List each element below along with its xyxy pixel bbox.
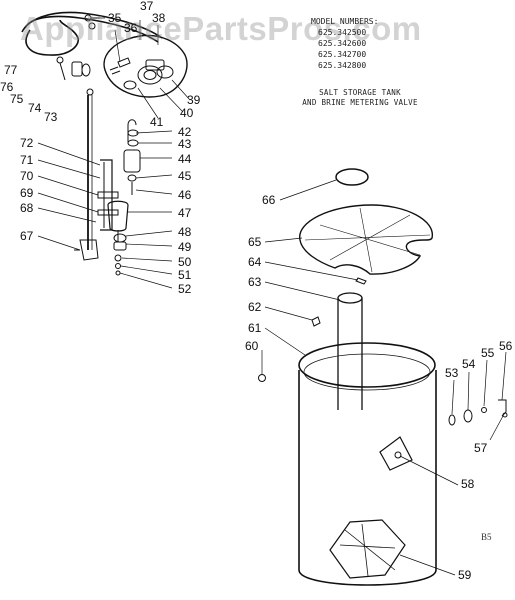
part-label-36: 36 bbox=[124, 21, 138, 35]
part-label-75: 75 bbox=[10, 92, 24, 106]
overflow-elbow-parts bbox=[449, 400, 507, 425]
part-label-55: 55 bbox=[481, 346, 495, 360]
part-label-54: 54 bbox=[462, 357, 476, 371]
part-label-44: 44 bbox=[178, 152, 192, 166]
part-label-57: 57 bbox=[474, 441, 488, 455]
part-label-38: 38 bbox=[152, 11, 166, 25]
part-label-40: 40 bbox=[180, 106, 194, 120]
part-label-50: 50 bbox=[178, 255, 192, 269]
part-label-42: 42 bbox=[178, 125, 192, 139]
watermark: AppliancePartsPros.com bbox=[20, 10, 422, 47]
part-label-73: 73 bbox=[44, 110, 58, 124]
part-label-65: 65 bbox=[248, 235, 262, 249]
brine-tube-loop bbox=[22, 12, 162, 55]
part-label-74: 74 bbox=[28, 101, 42, 115]
part-label-56: 56 bbox=[499, 339, 513, 353]
part-label-46: 46 bbox=[178, 188, 192, 202]
part-label-53: 53 bbox=[445, 366, 459, 380]
model-number: 625.342600 bbox=[318, 39, 367, 48]
part-label-60: 60 bbox=[245, 339, 259, 353]
part-label-35: 35 bbox=[108, 11, 122, 25]
float-rod-assembly bbox=[74, 89, 128, 260]
part-label-59: 59 bbox=[458, 568, 472, 582]
tube-fittings bbox=[57, 57, 90, 80]
leader-lines bbox=[38, 18, 506, 575]
part-label-70: 70 bbox=[20, 169, 34, 183]
part-label-64: 64 bbox=[248, 255, 262, 269]
part-label-43: 43 bbox=[178, 137, 192, 151]
part-label-77: 77 bbox=[4, 63, 18, 77]
part-label-49: 49 bbox=[178, 240, 192, 254]
tank-lid bbox=[336, 169, 368, 185]
model-number: 625.342500 bbox=[318, 28, 367, 37]
part-label-66: 66 bbox=[262, 193, 276, 207]
diagram-subtitle: SALT STORAGE TANK bbox=[319, 88, 401, 97]
part-label-63: 63 bbox=[248, 275, 262, 289]
part-label-76: 76 bbox=[0, 80, 14, 94]
part-label-41: 41 bbox=[150, 115, 164, 129]
salt-tank bbox=[259, 343, 437, 585]
part-label-68: 68 bbox=[20, 201, 34, 215]
part-label-45: 45 bbox=[178, 169, 192, 183]
part-label-52: 52 bbox=[178, 282, 192, 296]
plate-screw bbox=[356, 278, 366, 284]
brine-valve-body bbox=[104, 35, 187, 97]
part-label-67: 67 bbox=[20, 229, 34, 243]
salt-plate bbox=[300, 205, 433, 274]
model-numbers-heading: MODEL NUMBERS: bbox=[311, 17, 379, 26]
part-label-58: 58 bbox=[461, 477, 475, 491]
part-label-48: 48 bbox=[178, 225, 192, 239]
diagram-subtitle: AND BRINE METERING VALVE bbox=[302, 98, 418, 107]
page-code: B5 bbox=[481, 532, 492, 542]
part-label-51: 51 bbox=[178, 268, 192, 282]
well-cap bbox=[312, 317, 320, 326]
model-number: 625.342700 bbox=[318, 50, 367, 59]
part-label-61: 61 bbox=[248, 321, 262, 335]
part-label-71: 71 bbox=[20, 153, 34, 167]
model-number: 625.342800 bbox=[318, 61, 367, 70]
valve-screws bbox=[85, 15, 130, 74]
part-label-69: 69 bbox=[20, 186, 34, 200]
part-label-72: 72 bbox=[20, 136, 34, 150]
brine-well bbox=[338, 293, 362, 410]
part-label-39: 39 bbox=[187, 93, 201, 107]
part-label-37: 37 bbox=[140, 0, 154, 13]
part-label-62: 62 bbox=[248, 300, 262, 314]
part-label-47: 47 bbox=[178, 206, 192, 220]
